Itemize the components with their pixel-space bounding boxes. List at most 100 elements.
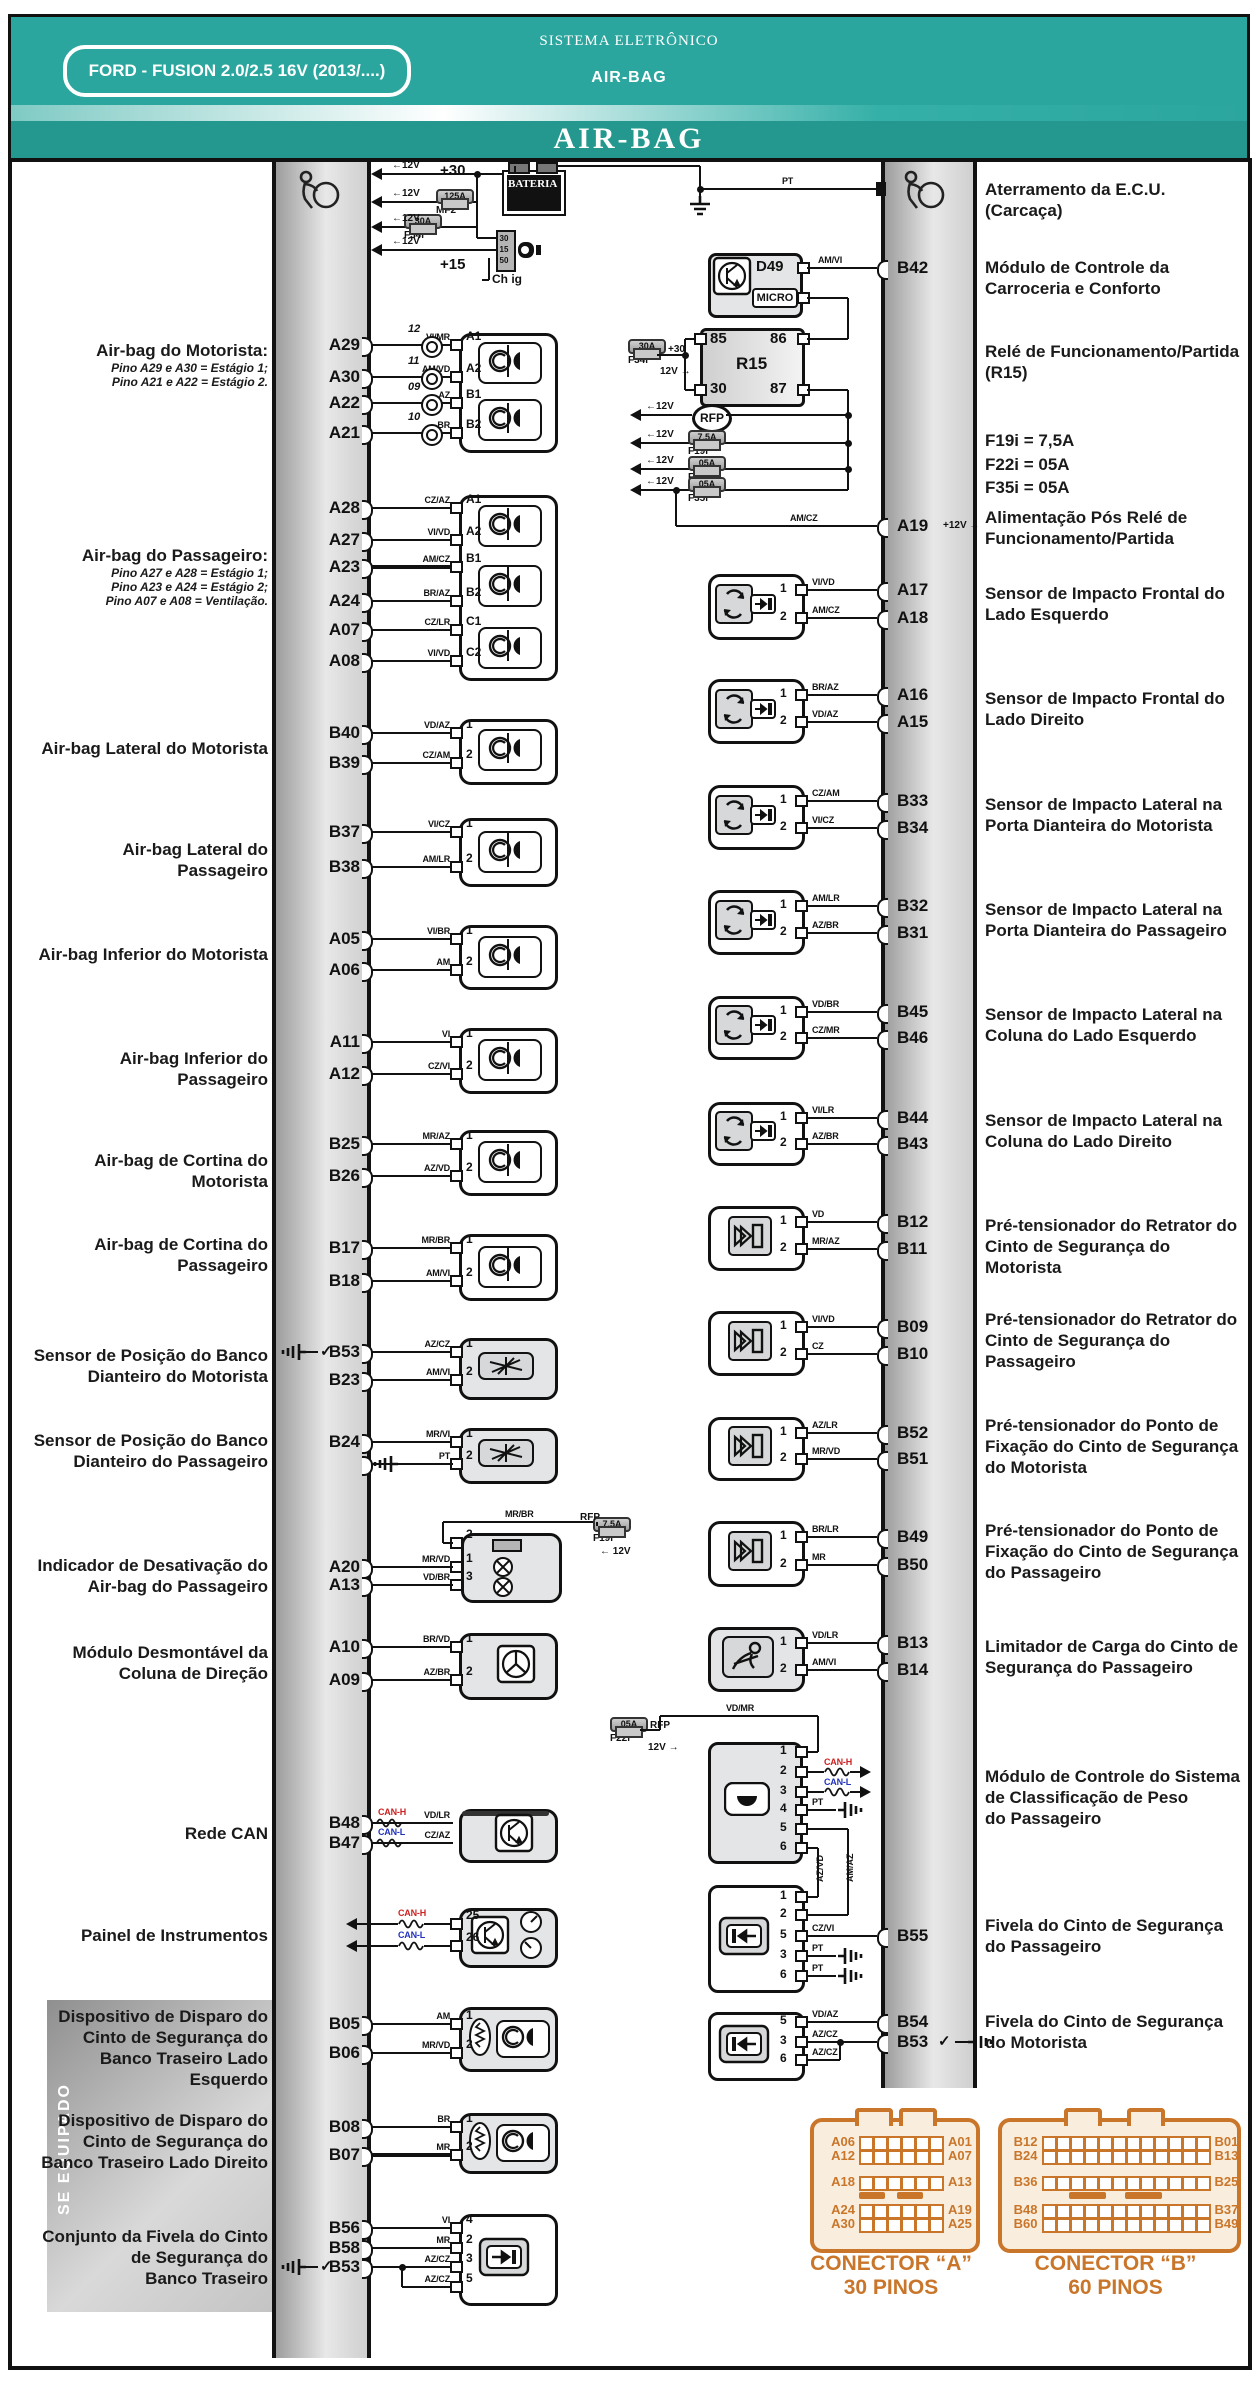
wire bbox=[806, 589, 877, 591]
connector-b-pin-square bbox=[1167, 2136, 1183, 2151]
wire-label: VD/LR bbox=[812, 1630, 839, 1640]
label-line: Sensor de Impacto Lateral na bbox=[985, 1111, 1223, 1130]
wire bbox=[806, 1896, 818, 1898]
ecu-pin-bump bbox=[362, 1344, 373, 1364]
component-pin-number: 2 bbox=[780, 609, 787, 623]
wire-label: VD/LR bbox=[423, 1810, 450, 1820]
component-pin-number: 2 bbox=[780, 1556, 787, 1570]
wire-label: CZ/MR bbox=[812, 1025, 840, 1035]
ecu-pin-bump bbox=[877, 1004, 888, 1024]
connector-pin bbox=[450, 397, 463, 409]
belt-load-limiter-icon bbox=[722, 1635, 774, 1678]
wire-label: AM/CZ bbox=[812, 605, 840, 615]
arrow-left-icon bbox=[371, 168, 382, 180]
ecu-pin-label: B11 bbox=[897, 1239, 928, 1258]
component-pin-number: 4 bbox=[780, 1801, 787, 1815]
left-component-label: Air-bag Lateral do Passageiro bbox=[30, 839, 268, 881]
wire bbox=[684, 339, 686, 390]
wire bbox=[371, 629, 453, 631]
wire bbox=[514, 166, 516, 172]
wire-label: PT bbox=[812, 1797, 824, 1807]
right-component-label: Pré-tensionador do Retrator do Cinto de S… bbox=[985, 1215, 1245, 1278]
component-pin-number: C1 bbox=[466, 614, 482, 628]
wire bbox=[806, 617, 877, 619]
connector-pin bbox=[450, 1641, 463, 1653]
ecu-pin-bump bbox=[362, 1815, 373, 1835]
wire bbox=[806, 800, 877, 802]
connector-b-row-label-right: B01 bbox=[1214, 2134, 1239, 2149]
component-pin-number: A1 bbox=[466, 329, 482, 343]
check-icon: ✓ bbox=[320, 2258, 333, 2275]
label-subline: Pino A21 e A22 = Estágio 2. bbox=[111, 375, 268, 389]
component-pin-number: 6 bbox=[780, 2051, 787, 2065]
system-label: SISTEMA ELETRÔNICO bbox=[539, 33, 719, 49]
fuse-body bbox=[693, 486, 721, 498]
buckle-icon bbox=[718, 2024, 770, 2064]
ecu-pin-bump bbox=[877, 610, 888, 630]
wire-label: AM/VI bbox=[812, 1657, 837, 1667]
v12-label: ←12V bbox=[392, 236, 420, 247]
connector-b-pin-square bbox=[1139, 2176, 1155, 2191]
connector-b-pin-square bbox=[1083, 2176, 1099, 2191]
connector-b-key-bar bbox=[1068, 2192, 1107, 2199]
v12-label: ←12V bbox=[646, 401, 674, 412]
ecu-pin-label: B56 bbox=[328, 2218, 360, 2237]
wire bbox=[371, 2052, 453, 2054]
ecu-pin-bump bbox=[362, 1273, 373, 1293]
wire bbox=[371, 660, 453, 662]
connector-b-pin-square bbox=[1083, 2218, 1099, 2233]
connector-pin bbox=[694, 384, 707, 396]
label-line: Air-bag do Motorista: bbox=[96, 341, 268, 360]
label-line: Pré-tensionador do Retrator do bbox=[985, 1216, 1238, 1235]
wire-label: CZ/VI bbox=[427, 1061, 450, 1071]
wire bbox=[371, 1379, 453, 1381]
ecu-pin-label: B31 bbox=[897, 923, 929, 942]
wire-label: AM/VI bbox=[425, 1367, 450, 1377]
ecu-pin-label: A15 bbox=[897, 712, 929, 731]
can-squiggle bbox=[398, 1919, 424, 1929]
wire bbox=[371, 1247, 453, 1249]
right-component-label: Sensor de Impacto Lateral na Coluna do La… bbox=[985, 1110, 1245, 1152]
wire bbox=[371, 1143, 453, 1145]
wire bbox=[596, 1522, 598, 1526]
label-line: Cinto de Segurança do bbox=[82, 2028, 268, 2047]
ground-icon bbox=[838, 1800, 864, 1820]
connector-b-pin-square bbox=[1055, 2204, 1071, 2219]
connector-b-pin-square bbox=[1181, 2176, 1197, 2191]
component-pin-number: 2 bbox=[780, 1661, 787, 1675]
wire-label: VD bbox=[812, 1209, 825, 1219]
label-line: Dianteiro do Motorista bbox=[87, 1367, 268, 1386]
label-line: Fixação do Cinto de Segurança bbox=[985, 1437, 1239, 1456]
fuse-name: F19i bbox=[593, 1533, 614, 1544]
wire bbox=[806, 1751, 818, 1753]
connector-a-pin-square bbox=[887, 2218, 902, 2233]
connector-b-row-label-right: B25 bbox=[1214, 2174, 1239, 2189]
connector-pin bbox=[450, 1940, 463, 1952]
component-pin-number: 1 bbox=[466, 1026, 473, 1040]
ecu-pin-bump bbox=[362, 2016, 373, 2036]
ecu-pin-label: B54 bbox=[897, 2012, 929, 2031]
connector-pin bbox=[450, 624, 463, 636]
wire-label: AZ/CZ bbox=[424, 1339, 451, 1349]
label-line: Cinto de Segurança do Motorista bbox=[985, 1237, 1171, 1277]
impact-sensor-icon bbox=[715, 687, 777, 731]
ecu-pin-label: B26 bbox=[328, 1166, 360, 1185]
component-pin-number: 3 bbox=[780, 1783, 787, 1797]
label-line: Coluna do Lado Direito bbox=[985, 1132, 1172, 1151]
ecu-pin-bump bbox=[877, 1557, 888, 1577]
component-pin-number: 1 bbox=[780, 581, 787, 595]
component-pin-number: 1 bbox=[466, 923, 473, 937]
wire bbox=[371, 1679, 453, 1681]
ecu-pin-bump bbox=[362, 2045, 373, 2065]
wire bbox=[806, 932, 877, 934]
wire bbox=[641, 414, 692, 416]
wire bbox=[371, 2247, 453, 2249]
ecu-pin-bump bbox=[362, 1240, 373, 1260]
wire bbox=[371, 2227, 453, 2229]
wire-label: MR/VI bbox=[425, 1429, 450, 1439]
wire bbox=[357, 1923, 398, 1925]
